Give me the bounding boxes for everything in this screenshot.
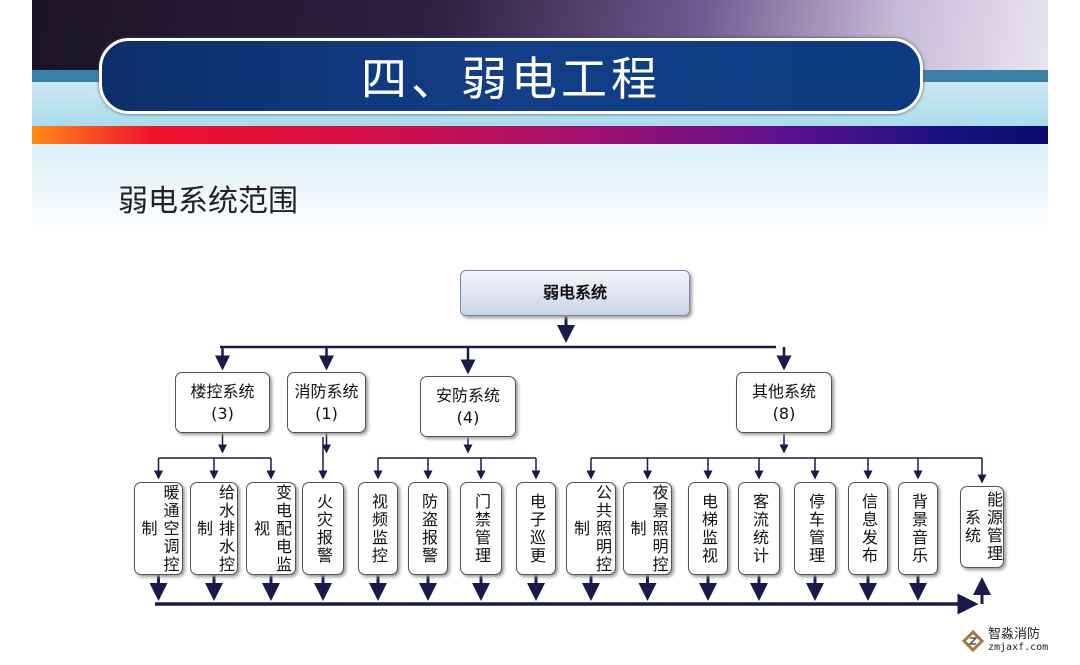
group-count: (3)	[211, 403, 234, 423]
leaf-node: 防盗报警	[408, 482, 448, 575]
group-count: (4)	[456, 407, 480, 427]
leaf-node: 给水排水控制	[190, 482, 238, 575]
group-name: 其他系统	[751, 381, 816, 401]
root-node: 弱电系统	[460, 270, 690, 316]
leaf-node: 视频监控	[358, 482, 398, 575]
page-title: 四、弱电工程	[361, 52, 661, 106]
header-fade	[32, 144, 1048, 234]
leaf-node: 信息发布	[848, 482, 888, 575]
watermark-name: 智淼消防	[988, 627, 1041, 642]
leaf-node: 夜景照明控制	[623, 482, 672, 575]
group-name: 消防系统	[294, 381, 359, 401]
leaf-node: 电梯监视	[688, 482, 728, 575]
title-banner: 四、弱电工程	[99, 38, 923, 114]
logo-icon	[962, 629, 984, 652]
leaf-node: 背景音乐	[898, 482, 938, 575]
leaf-node: 变电配电监视	[246, 482, 296, 575]
leaf-node: 客流统计	[738, 482, 780, 575]
leaf-node: 门禁管理	[460, 482, 502, 575]
section-subtitle: 弱电系统范围	[118, 184, 298, 219]
group-node: 其他系统(8)	[736, 372, 832, 433]
leaf-node: 暖通空调控制	[134, 482, 183, 575]
leaf-node: 火灾报警	[302, 482, 344, 575]
group-node: 消防系统(1)	[287, 372, 366, 433]
group-name: 安防系统	[435, 385, 500, 405]
group-count: (1)	[315, 403, 338, 423]
leaf-node: 停车管理	[794, 482, 836, 575]
group-count: (8)	[772, 403, 796, 423]
gradient-bar	[32, 126, 1048, 144]
group-node: 安防系统(4)	[420, 376, 516, 437]
group-node: 楼控系统(3)	[175, 372, 270, 433]
leaf-node: 公共照明控制	[566, 482, 616, 575]
leaf-node: 电子巡更	[516, 482, 556, 575]
watermark-url: zmjaxf.com	[988, 642, 1049, 653]
group-name: 楼控系统	[190, 381, 255, 401]
leaf-node: 能源管理系统	[960, 486, 1004, 568]
